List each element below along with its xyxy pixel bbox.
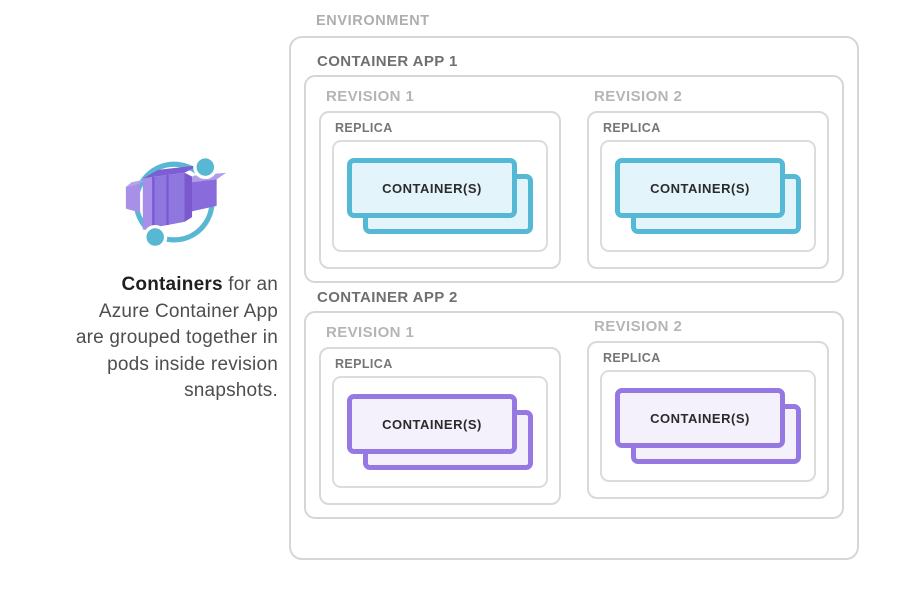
container-card: CONTAINER(S) [347, 158, 517, 218]
replica-box: CONTAINER(S) [600, 370, 816, 482]
replica-label: REPLICA [603, 121, 661, 135]
replica-box: CONTAINER(S) [600, 140, 816, 252]
caption-bold-word: Containers [121, 274, 223, 295]
revision-label: REVISION 1 [326, 324, 415, 341]
revision-box: REPLICA CONTAINER(S) [319, 111, 561, 269]
environment-box: CONTAINER APP 1 REVISION 1 REPLICA CONTA… [289, 36, 859, 560]
sidebar: Containers for an Azure Container App ar… [0, 0, 284, 597]
revision-label: REVISION 1 [326, 88, 415, 105]
app1-revision-1: REVISION 1 REPLICA CONTAINER(S) [319, 86, 561, 269]
app2-revision-1: REVISION 1 REPLICA CONTAINER(S) [319, 322, 561, 505]
app1-revision-2: REVISION 2 REPLICA CONTAINER(S) [587, 86, 829, 269]
azure-container-apps-icon [124, 148, 228, 258]
app2-revision-2: REVISION 2 REPLICA CONTAINER(S) [587, 316, 829, 499]
container-card: CONTAINER(S) [347, 394, 517, 454]
container-card-stack: CONTAINER(S) [615, 158, 801, 234]
revision-box: REPLICA CONTAINER(S) [587, 111, 829, 269]
caption-text: Containers for an Azure Container App ar… [75, 274, 278, 401]
replica-box: CONTAINER(S) [332, 376, 548, 488]
replica-label: REPLICA [335, 121, 393, 135]
container-app-2-box: REVISION 1 REPLICA CONTAINER(S) REVISION… [304, 311, 844, 519]
container-app-1-box: REVISION 1 REPLICA CONTAINER(S) REVISION… [304, 75, 844, 283]
container-card-stack: CONTAINER(S) [347, 394, 533, 470]
replica-box: CONTAINER(S) [332, 140, 548, 252]
container-card: CONTAINER(S) [615, 158, 785, 218]
replica-label: REPLICA [603, 351, 661, 365]
container-card-stack: CONTAINER(S) [347, 158, 533, 234]
revision-box: REPLICA CONTAINER(S) [587, 341, 829, 499]
container-card: CONTAINER(S) [615, 388, 785, 448]
revision-label: REVISION 2 [594, 318, 683, 335]
container-app-1-label: CONTAINER APP 1 [317, 53, 458, 70]
replica-label: REPLICA [335, 357, 393, 371]
revision-box: REPLICA CONTAINER(S) [319, 347, 561, 505]
container-app-2-label: CONTAINER APP 2 [317, 289, 458, 306]
revision-label: REVISION 2 [594, 88, 683, 105]
environment-label: ENVIRONMENT [316, 13, 430, 29]
environment-diagram: ENVIRONMENT CONTAINER APP 1 REVISION 1 R… [289, 13, 859, 560]
container-card-stack: CONTAINER(S) [615, 388, 801, 464]
